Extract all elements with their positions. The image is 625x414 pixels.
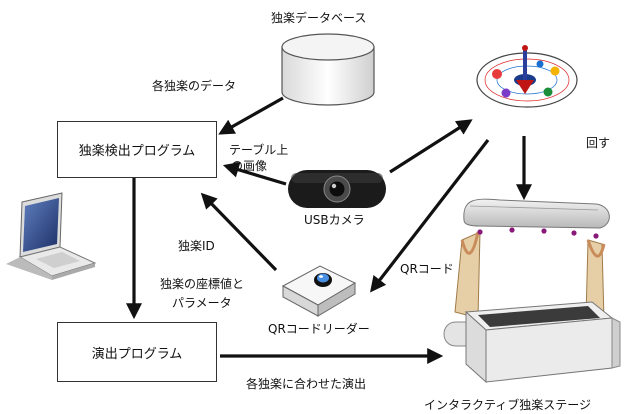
table-image-label-line1: テーブル上	[229, 143, 289, 157]
arrows	[126, 96, 532, 364]
coords-label-line2: パラメータ	[172, 296, 232, 310]
laptop-icon	[6, 192, 97, 280]
arrow-db-to-detection	[218, 96, 284, 135]
database-icon	[281, 33, 375, 106]
database-label: 独楽データベース	[271, 11, 367, 25]
arrow-camera-to-top	[389, 119, 473, 174]
arrow-reader-to-detection	[200, 192, 278, 272]
usb-camera-icon	[288, 170, 386, 208]
rotate-label: 回す	[586, 136, 611, 150]
koma-data-label: 各独楽のデータ	[152, 79, 237, 93]
effect-program-label: 演出プログラム	[91, 346, 183, 362]
usb-camera-label: USBカメラ	[304, 213, 365, 227]
table-image-label-line2: の画像	[231, 159, 268, 173]
arrow-top-to-reader	[370, 139, 490, 293]
stage-label: インタラクティブ独楽ステージ	[424, 398, 592, 412]
qr-reader-icon	[281, 265, 357, 317]
koma-id-label: 独楽ID	[178, 239, 215, 253]
arrow-camera-to-detection	[222, 162, 287, 186]
matched-effect-label: 各独楽に合わせた演出	[246, 377, 367, 391]
qr-code-label: QRコード	[400, 262, 454, 276]
effect-program-box: 演出プログラム	[57, 322, 217, 382]
qr-reader-label: QRコードリーダー	[268, 322, 370, 336]
coords-label-line1: 独楽の座標値と	[160, 277, 245, 291]
stage-icon	[443, 198, 621, 384]
detection-program-box: 独楽検出プログラム	[57, 121, 217, 178]
detection-program-label: 独楽検出プログラム	[78, 144, 196, 159]
spinning-top-icon	[476, 45, 578, 108]
